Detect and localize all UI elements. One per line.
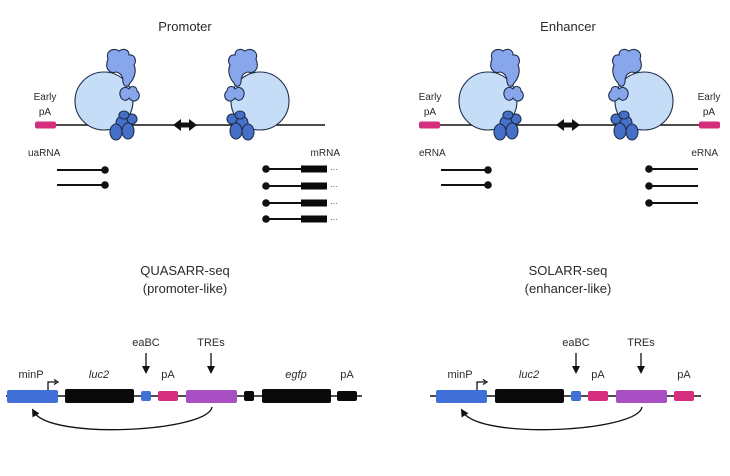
eabc-element bbox=[141, 391, 151, 401]
luc2-gene bbox=[65, 389, 134, 403]
transcript-end bbox=[101, 166, 109, 174]
promoter-title: Promoter bbox=[158, 19, 212, 34]
uarna-transcripts bbox=[57, 166, 109, 189]
svg-text:···: ··· bbox=[330, 165, 338, 174]
mrna-label: mRNA bbox=[311, 148, 341, 159]
bidirectional-arrow-icon bbox=[556, 119, 580, 131]
solarr-title: SOLARR-seq bbox=[529, 263, 608, 278]
spacer-element bbox=[244, 391, 254, 401]
rna-polymerase-icon bbox=[74, 48, 140, 141]
luc2-gene bbox=[495, 389, 564, 403]
minp-label: minP bbox=[447, 369, 472, 381]
svg-text:···: ··· bbox=[330, 199, 338, 208]
luc2-label: luc2 bbox=[519, 369, 539, 381]
mrna-transcript: ··· bbox=[262, 215, 338, 224]
tss-arrow-icon bbox=[476, 381, 485, 390]
tres-element bbox=[186, 390, 237, 403]
early-pa-element bbox=[419, 121, 440, 129]
quasarr-construct: QUASARR-seq (promoter-like) minP luc2 ea… bbox=[6, 263, 362, 431]
pa-label: pA bbox=[591, 369, 605, 381]
rna-polymerase-icon bbox=[458, 48, 524, 141]
eabc-element bbox=[571, 391, 581, 401]
transcript-end bbox=[484, 166, 492, 174]
quasarr-subtitle: (promoter-like) bbox=[143, 281, 228, 296]
uarna-label: uaRNA bbox=[28, 148, 61, 159]
pa-element bbox=[674, 391, 694, 401]
pa-label: pA bbox=[677, 369, 691, 381]
minp-element bbox=[7, 390, 58, 403]
svg-text:···: ··· bbox=[330, 182, 338, 191]
pa-element bbox=[337, 391, 357, 401]
early-pa-element bbox=[699, 121, 720, 129]
early-pa-left-label: Early bbox=[419, 92, 442, 103]
rna-polymerase-icon bbox=[224, 48, 290, 141]
minp-label: minP bbox=[18, 369, 43, 381]
quasarr-title: QUASARR-seq bbox=[140, 263, 230, 278]
luc2-label: luc2 bbox=[89, 369, 109, 381]
enhancer-title: Enhancer bbox=[540, 19, 596, 34]
enhancer-loop-arrow-icon bbox=[460, 406, 643, 431]
eabc-label: eaBC bbox=[562, 337, 590, 349]
enhancer-panel: Enhancer Early pA Early pA eRNA eRNA bbox=[419, 19, 721, 207]
early-pa-element bbox=[35, 121, 56, 129]
svg-text:···: ··· bbox=[330, 215, 338, 224]
minp-element bbox=[436, 390, 487, 403]
bidirectional-arrow-icon bbox=[173, 119, 197, 131]
early-pa-label: Early bbox=[34, 92, 57, 103]
pa-element bbox=[588, 391, 608, 401]
egfp-label: egfp bbox=[285, 369, 306, 381]
solarr-subtitle: (enhancer-like) bbox=[525, 281, 612, 296]
transcript-end bbox=[101, 181, 109, 189]
tres-label: TREs bbox=[197, 337, 225, 349]
solarr-construct: SOLARR-seq (enhancer-like) minP luc2 eaB… bbox=[430, 263, 701, 431]
enhancer-loop-arrow-icon bbox=[32, 406, 213, 431]
erna-left-label: eRNA bbox=[419, 148, 446, 159]
early-pa-right-label: pA bbox=[703, 107, 716, 118]
early-pa-label: pA bbox=[39, 107, 52, 118]
early-pa-right-label: Early bbox=[698, 92, 721, 103]
tss-arrow-icon bbox=[47, 381, 56, 390]
rna-polymerase-icon bbox=[608, 48, 674, 141]
erna-right-label: eRNA bbox=[691, 148, 718, 159]
erna-left-transcripts bbox=[441, 166, 492, 189]
mrna-transcript: ··· bbox=[262, 165, 338, 174]
pa-label: pA bbox=[161, 369, 175, 381]
early-pa-left-label: pA bbox=[424, 107, 437, 118]
tres-label: TREs bbox=[627, 337, 655, 349]
erna-right-transcripts bbox=[645, 165, 698, 207]
mrna-transcripts: ··· ··· ··· ··· bbox=[262, 165, 338, 224]
pa-element bbox=[158, 391, 178, 401]
mrna-transcript: ··· bbox=[262, 199, 338, 208]
tres-element bbox=[616, 390, 667, 403]
promoter-panel: Promoter Early pA uaRNA mRNA ··· bbox=[28, 19, 340, 224]
mrna-transcript: ··· bbox=[262, 182, 338, 191]
pa-label: pA bbox=[340, 369, 354, 381]
transcript-end bbox=[484, 181, 492, 189]
eabc-label: eaBC bbox=[132, 337, 160, 349]
egfp-gene bbox=[262, 389, 331, 403]
